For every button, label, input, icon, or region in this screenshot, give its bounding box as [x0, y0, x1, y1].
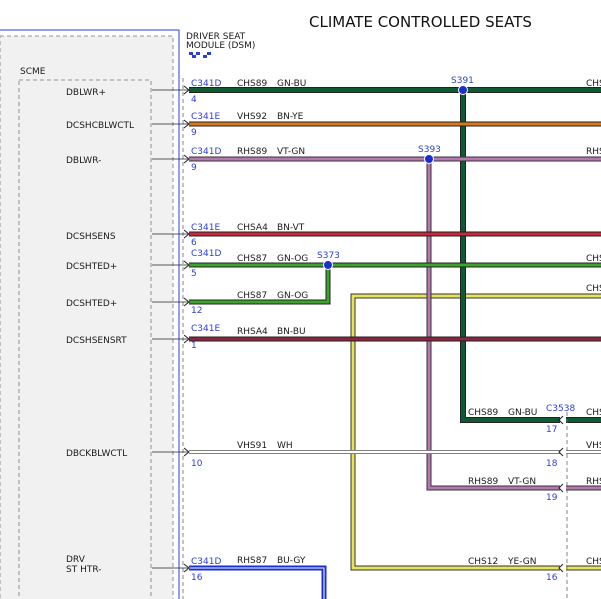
right-edge-label: RHS	[586, 477, 601, 487]
splice-s391-dot	[458, 85, 468, 95]
wire-color-code: BU-GY	[277, 556, 306, 566]
c3538-pin-16: CHS12 YE-GN 16	[468, 557, 564, 583]
pin-number: 1	[191, 341, 197, 351]
connector-id: C341E	[191, 112, 220, 122]
splice-s373-label: S373	[317, 251, 340, 261]
pin-number: 18	[546, 459, 558, 469]
splice-s393-dot	[424, 154, 434, 164]
right-edge-label: CHS	[586, 408, 601, 418]
wire-color-code: YE-GN	[507, 557, 536, 567]
circuit-id: CHS12	[468, 557, 498, 567]
diagram-title: CLIMATE CONTROLLED SEATS	[309, 13, 532, 31]
pin-number: 4	[191, 95, 197, 105]
wire-color-code: GN-BU	[508, 408, 537, 418]
circuit-id: CHS87	[237, 254, 267, 264]
pin-number: 19	[546, 493, 558, 503]
right-edge-label: CHS	[586, 79, 601, 89]
circuit-id: CHSA4	[237, 223, 268, 233]
pin-row-2: DCSHCBLWCTL C341E 9 VHS92 BN-YE	[66, 112, 304, 138]
circuit-id: CHS87	[237, 291, 267, 301]
pin-label: DCSHCBLWCTL	[66, 121, 134, 131]
right-edge-label: CHS	[586, 254, 601, 264]
wire-color-code: GN-OG	[277, 291, 308, 301]
circuit-id: CHS89	[237, 79, 267, 89]
wire-color-code: VT-GN	[277, 147, 305, 157]
connector-id: C341D	[191, 147, 221, 157]
wire-color-code: WH	[277, 441, 293, 451]
right-edge-label: VHS	[586, 441, 601, 451]
circuit-id: VHS91	[237, 441, 267, 451]
c3538-label: C3538	[546, 404, 575, 414]
wire-chs89-vertical	[460, 90, 560, 423]
c3538-pin-17: CHS89 GN-BU 17	[468, 408, 564, 435]
pin-label: DBLWR-	[66, 156, 101, 166]
pin-label: DCSHSENSRT	[66, 336, 127, 346]
wire-color-code: GN-OG	[277, 254, 308, 264]
pin-label: ST HTR-	[66, 565, 101, 575]
right-stubs	[566, 417, 601, 571]
splice-s373-dot	[323, 260, 333, 270]
circuit-id: RHS89	[468, 477, 498, 487]
pin-number: 10	[191, 459, 203, 469]
pin-number: 12	[191, 306, 202, 316]
pin-label: DCSHSENS	[66, 232, 116, 242]
pin-number: 9	[191, 128, 197, 138]
pin-row-1: DBLWR+ C341D 4 CHS89 GN-BU	[66, 79, 306, 105]
pin-number: 16	[546, 573, 558, 583]
connector-id: C341E	[191, 223, 220, 233]
wire-color-code: GN-BU	[277, 79, 306, 89]
pin-row-5: DCSHTED+ C341D 5 CHS87 GN-OG	[66, 249, 308, 279]
pin-row-9: DRV ST HTR- C341D 16 RHS87 BU-GY	[66, 555, 306, 583]
module-name-line2: MODULE (DSM)	[186, 41, 255, 51]
pin-number: 17	[546, 425, 557, 435]
wire-chs87-pin12	[189, 265, 331, 305]
pin-row-8: DBCKBLWCTL 10 VHS91 WH	[66, 441, 293, 469]
circuit-id: RHS87	[237, 556, 267, 566]
scme-label: SCME	[20, 67, 46, 77]
connector-id: C341D	[191, 557, 221, 567]
c3538-pin-18: 18	[546, 447, 564, 469]
pin-row-4: DCSHSENS C341E 6 CHSA4 BN-VT	[66, 223, 305, 248]
pin-label: DBCKBLWCTL	[66, 449, 127, 459]
pin-row-6: DCSHTED+ 12 CHS87 GN-OG	[66, 291, 308, 316]
pin-label: DCSHTED+	[66, 299, 117, 309]
splice-s393-label: S393	[418, 145, 441, 155]
pin-number: 16	[191, 573, 203, 583]
pin-label: DCSHTED+	[66, 262, 117, 272]
circuit-id: CHS89	[468, 408, 498, 418]
pin-label-line1: DRV	[66, 555, 86, 565]
right-edge-label: CHS	[586, 284, 601, 294]
wire-color-code: BN-BU	[277, 327, 306, 337]
circuit-id: VHS92	[237, 112, 267, 122]
wire-chs12	[350, 293, 601, 571]
connector-id: C341E	[191, 324, 220, 334]
right-edge-label: CHS	[586, 557, 601, 567]
pin-row-3: DBLWR- C341D 9 RHS89 VT-GN	[66, 147, 305, 173]
wire-color-code: BN-YE	[277, 112, 304, 122]
c3538-pin-19: RHS89 VT-GN 19	[468, 477, 564, 503]
pin-number: 5	[191, 269, 197, 279]
circuit-id: RHSA4	[237, 327, 268, 337]
wire-rhs89-vertical	[426, 159, 560, 491]
connector-id: C341D	[191, 249, 221, 259]
connector-id: C341D	[191, 79, 221, 89]
pin-number: 6	[191, 238, 197, 248]
wire-color-code: BN-VT	[277, 223, 305, 233]
dsm-module-border	[0, 29, 180, 599]
splice-s391-label: S391	[451, 76, 474, 86]
pin-row-7: DCSHSENSRT C341E 1 RHSA4 BN-BU	[66, 324, 306, 351]
wire-rhs87	[189, 565, 327, 599]
wire-color-code: VT-GN	[508, 477, 536, 487]
pin-number: 9	[191, 163, 197, 173]
circuit-id: RHS89	[237, 147, 267, 157]
right-edge-label: RHS	[586, 147, 601, 157]
pin-label: DBLWR+	[66, 88, 106, 98]
module-name-line1: DRIVER SEAT	[186, 32, 246, 42]
scme-box	[18, 79, 152, 599]
checkered-flag-icon	[189, 52, 211, 58]
